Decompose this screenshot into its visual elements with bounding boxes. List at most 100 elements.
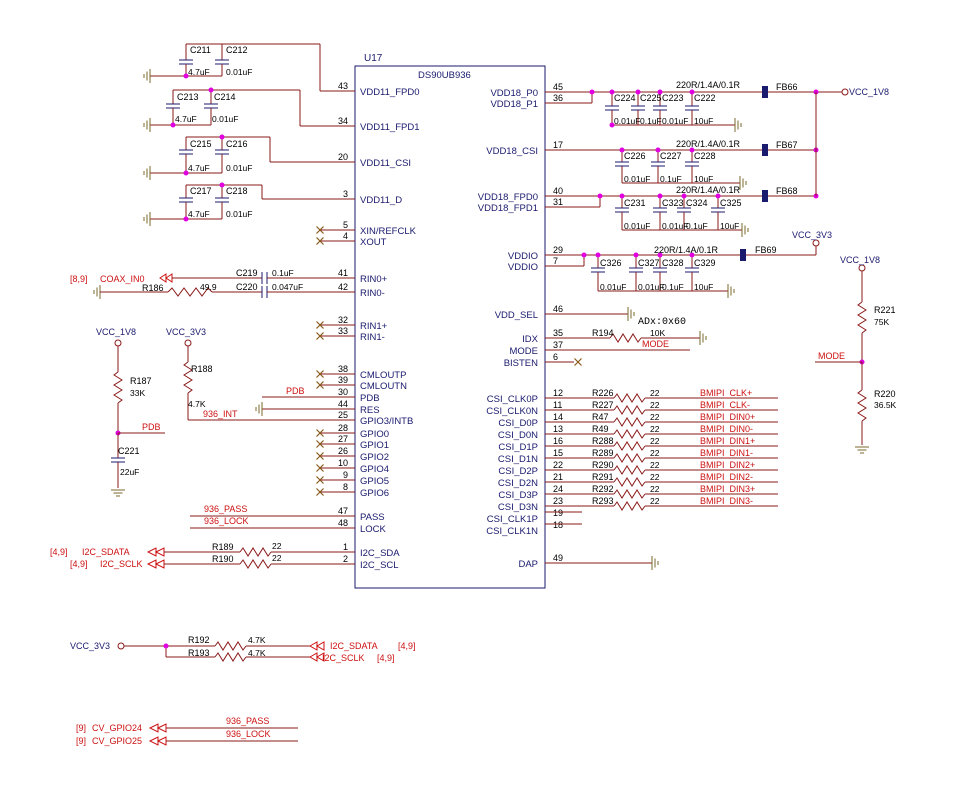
r188-label: R188 (191, 364, 213, 374)
coax-input-circuit: [8,9] COAX_IN0 C219 0.1uF R186 49.9 C220… (70, 268, 355, 300)
cap-value: 10uF (694, 282, 713, 292)
c211-value: 4.7uF (188, 67, 210, 77)
c219-value: 0.1uF (272, 268, 294, 278)
r190-label: R190 (212, 554, 234, 564)
c213-label: C213 (177, 92, 199, 102)
right-pin-name: BISTEN (504, 358, 538, 369)
cap-value: 0.1uF (640, 116, 662, 126)
right-pin-name: CSI_D2N (498, 478, 538, 489)
left-pin-name: RIN1- (360, 332, 385, 343)
csi-net-label: BMIPI_DIN3- (700, 496, 753, 506)
right-pin-number: 12 (553, 388, 563, 398)
cap-label: C324 (686, 198, 708, 208)
cap-label: C225 (640, 93, 662, 103)
r193-value: 4.7K (248, 648, 266, 658)
fb66-value: 220R/1.4A/0.1R (676, 80, 741, 90)
right-pin-number: 19 (553, 508, 563, 518)
right-pin-name: VDDIO (508, 262, 538, 273)
cap-label: C224 (614, 93, 636, 103)
csi-net-label: BMIPI_DIN3+ (700, 484, 755, 494)
bottom-sda-net: I2C_SDATA (330, 641, 378, 651)
left-pin-name: RIN0+ (360, 274, 388, 285)
c218-value: 0.01uF (226, 209, 252, 219)
coax-ref: [8,9] (70, 274, 88, 284)
r221-label: R221 (874, 305, 896, 315)
fb66-bead (762, 86, 768, 98)
left-pin-number: 20 (338, 152, 348, 162)
left-pin-name: GPIO2 (360, 452, 389, 463)
right-pin-number: 22 (553, 460, 563, 470)
csi-resistor-label: R289 (592, 448, 614, 458)
right-pin-number: 45 (553, 82, 563, 92)
left-pin-number: 43 (338, 81, 348, 91)
c212-label: C212 (226, 45, 248, 55)
right-pin-name: MODE (510, 346, 539, 357)
csi-resistor-label: R293 (592, 496, 614, 506)
right-pin-name: CSI_CLK0P (487, 394, 538, 405)
left-pin-name: I2C_SCL (360, 560, 399, 571)
right-pin-number: 21 (553, 472, 563, 482)
left-pin-name: XIN/REFCLK (360, 226, 417, 237)
csi-net-label: BMIPI_DIN1+ (700, 436, 755, 446)
csi-net-label: BMIPI_DIN0+ (700, 412, 755, 422)
left-pin-number: 32 (338, 315, 348, 325)
coax-net: COAX_IN0 (100, 274, 145, 284)
left-pin-name: CMLOUTN (360, 381, 407, 392)
c211-label: C211 (190, 45, 211, 55)
left-pin-number: 9 (343, 470, 348, 480)
r194-label: R194 (592, 328, 614, 338)
right-pin-number: 24 (553, 484, 563, 494)
right-pin-number: 31 (553, 197, 563, 207)
left-pin-group: 43VDD11_FPD034VDD11_FPD120VDD11_CSI3VDD1… (320, 81, 420, 571)
r189-label: R189 (212, 542, 234, 552)
left-pin-name: VDD11_D (360, 195, 402, 206)
pass-net-label: 936_PASS (204, 504, 247, 514)
bottom-scl-net: I2C_SCLK (322, 653, 365, 663)
csi-net-label: BMIPI_DIN2+ (700, 460, 755, 470)
csi-resistor-value: 22 (650, 496, 660, 506)
c216-value: 0.01uF (226, 163, 252, 173)
left-pin-name: PASS (360, 512, 385, 523)
i2c-ref-2: [4,9] (70, 559, 88, 569)
left-pin-number: 5 (343, 220, 348, 230)
csi-net-label: BMIPI_CLK+ (700, 388, 752, 398)
fb68-label: FB68 (776, 186, 798, 196)
left-pin-name: XOUT (360, 237, 387, 248)
right-pin-name: CSI_D0P (498, 418, 538, 429)
pdb2-net-label: PDB (286, 386, 305, 396)
csi-resistor-label: R227 (592, 400, 614, 410)
left-pin-number: 47 (338, 506, 348, 516)
csi-net-label: BMIPI_DIN2- (700, 472, 753, 482)
right-pin-number: 18 (553, 520, 563, 530)
c221-label: C221 (118, 446, 140, 456)
left-pin-name: PDB (360, 393, 380, 404)
csi-resistor-value: 22 (650, 412, 660, 422)
right-pin-name: CSI_CLK1P (487, 514, 538, 525)
right-pin-name: CSI_CLK0N (486, 406, 538, 417)
fb66-label: FB66 (776, 82, 798, 92)
left-pin-name: RIN1+ (360, 321, 388, 332)
r187-value: 33K (130, 388, 145, 398)
cap-value: 0.01uF (624, 174, 650, 184)
cap-label: C227 (660, 151, 682, 161)
cap-label: C226 (624, 151, 646, 161)
r189-value: 22 (272, 541, 282, 551)
left-pin-number: 42 (338, 282, 348, 292)
cap-label: C326 (600, 258, 622, 268)
c218-label: C218 (226, 186, 248, 196)
left-pin-number: 44 (338, 399, 348, 409)
csi-net-label: BMIPI_DIN0- (700, 424, 753, 434)
csi-resistor-value: 22 (650, 472, 660, 482)
left-pin-name: CMLOUTP (360, 370, 406, 381)
left-pin-number: 8 (343, 482, 348, 492)
left-pin-number: 26 (338, 446, 348, 456)
right-pin-name: VDD18_P0 (490, 88, 538, 99)
mode2-net-label: MODE (818, 351, 845, 361)
mode-idx-circuit: ADx:0x60 R194 10K MODE VCC_1V8 R221 75K … (545, 255, 897, 454)
c219-label: C219 (236, 268, 258, 278)
right-pin-number: 7 (553, 256, 558, 266)
r186-value: 49.9 (200, 282, 217, 292)
mode-net-label: MODE (642, 339, 669, 349)
right-pin-number: 36 (553, 93, 563, 103)
chip-ref: U17 (364, 53, 383, 64)
